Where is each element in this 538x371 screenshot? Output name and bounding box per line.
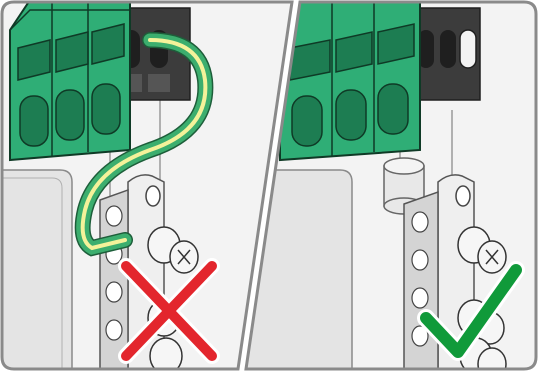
green-terminal-block bbox=[10, 0, 130, 160]
green-terminal-block bbox=[280, 0, 420, 160]
